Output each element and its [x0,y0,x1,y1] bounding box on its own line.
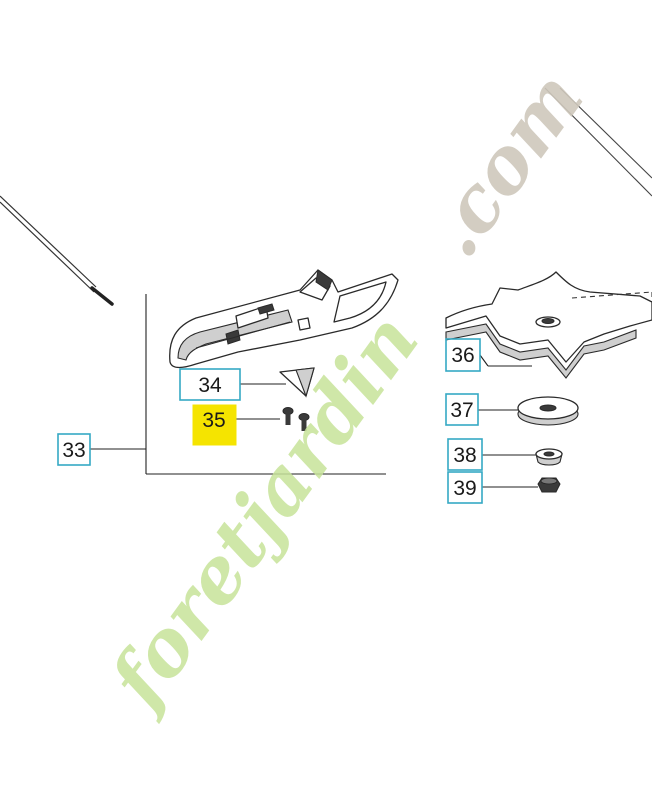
callout-37-label: 37 [450,399,473,422]
drive-shaft [0,195,114,306]
callout-35-label: 35 [202,409,225,432]
part-34-shield [279,367,315,398]
callout-37: 37 [445,393,479,426]
part-35-screws [282,407,310,431]
watermark: foretjardin .com [90,55,601,726]
callout-36: 36 [445,338,481,372]
callout-34: 34 [179,368,241,401]
callout-39: 39 [447,471,483,504]
part-37-washer [517,396,579,426]
callout-38-label: 38 [453,444,476,467]
callout-33-label: 33 [62,439,85,462]
part-38-cup [535,448,563,466]
blade-guard [169,269,399,369]
part-36-blade [445,271,652,379]
callout-36-label: 36 [451,344,474,367]
shaft-right [544,87,652,197]
group-bracket [90,294,386,475]
part-39-nut [537,477,561,493]
callout-35: 35 [192,404,237,446]
leader-lines [236,354,538,488]
callout-38: 38 [447,438,483,471]
callout-33: 33 [57,433,91,466]
callout-34-label: 34 [198,374,222,397]
watermark-domain: .com [409,55,601,272]
callout-39-label: 39 [453,477,476,500]
watermark-text: foretjardin [90,297,436,726]
